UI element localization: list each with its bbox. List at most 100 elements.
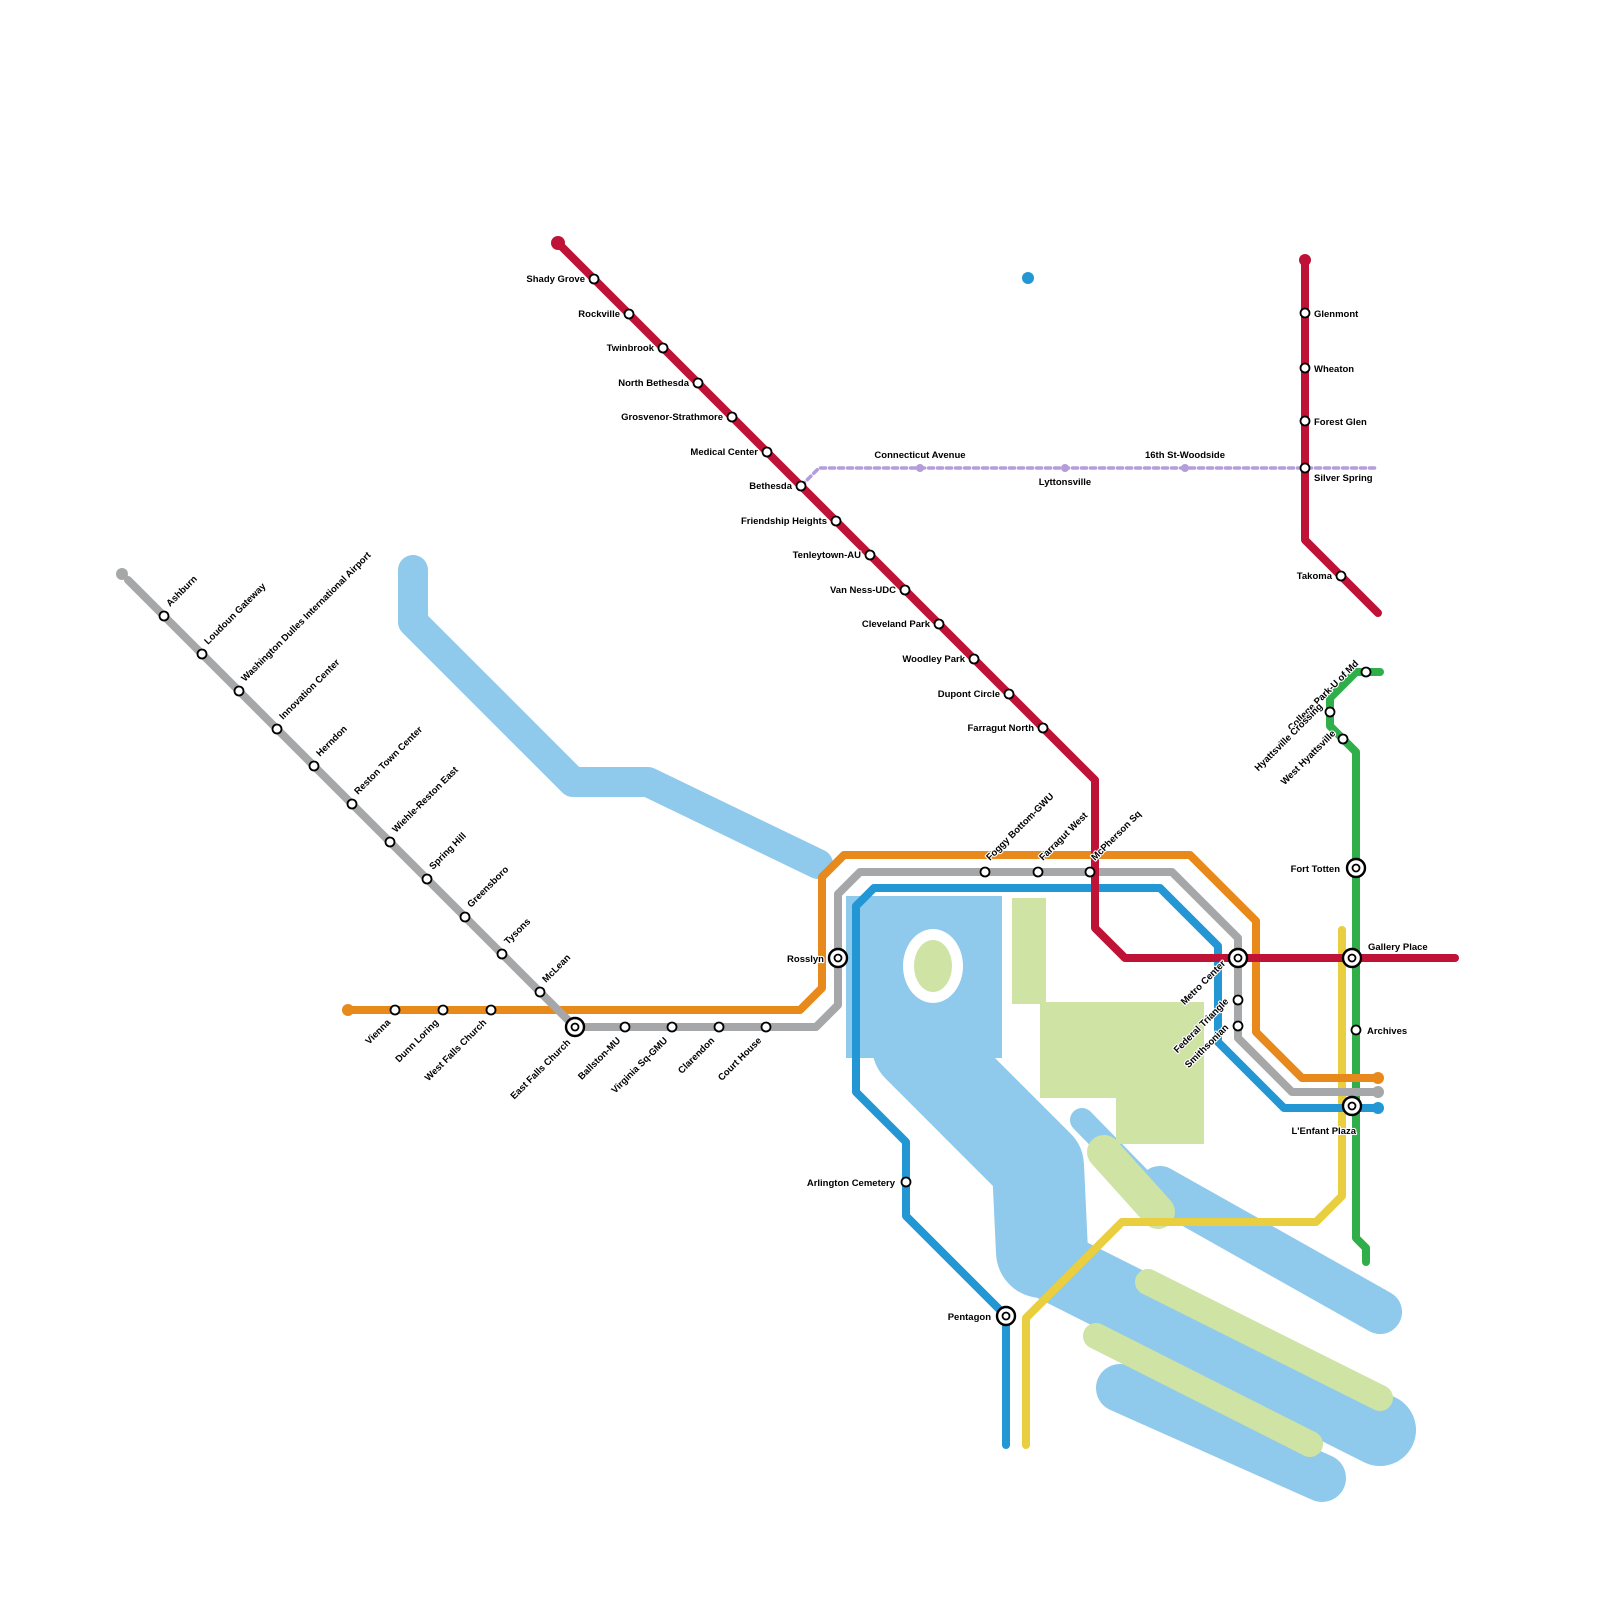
station-wheaton (1299, 362, 1311, 374)
station-marker (916, 464, 924, 472)
station-marker (864, 549, 876, 561)
station-marker (1360, 666, 1372, 678)
station-marker (308, 760, 320, 772)
station-innovation-center (271, 723, 283, 735)
station-marker (1003, 688, 1015, 700)
station-spring-hill (421, 873, 433, 885)
station-label: Arlington Cemetery (807, 1178, 896, 1189)
station-twinbrook (657, 342, 669, 354)
station-medical-center (761, 446, 773, 458)
station-herndon (308, 760, 320, 772)
station-label: Connecticut Avenue (874, 450, 965, 461)
station-van-ness-udc (899, 584, 911, 596)
silver-line (124, 576, 1382, 1096)
station-marker (233, 685, 245, 697)
station-l-enfant-plaza (1341, 1095, 1363, 1117)
station-silver-spring (1299, 462, 1311, 474)
station-marker (900, 1176, 912, 1188)
station-marker (459, 911, 471, 923)
station-woodley-park (968, 653, 980, 665)
station-label: 16th St-Woodside (1145, 450, 1225, 461)
station-tysons (496, 948, 508, 960)
station-marker (1084, 866, 1096, 878)
interchange-marker-inner (1351, 863, 1361, 873)
station-label: Friendship Heights (741, 516, 827, 527)
station-federal-triangle (1232, 994, 1244, 1006)
roosevelt-island (914, 940, 952, 992)
station-marker (196, 648, 208, 660)
station-archives (1350, 1024, 1362, 1036)
silver-line-terminus-east (1372, 1086, 1384, 1098)
station-label: Court House (716, 1035, 764, 1083)
station-mclean (534, 986, 546, 998)
purple-line (799, 466, 1380, 488)
station-marker (692, 377, 704, 389)
station-label: L'Enfant Plaza (1291, 1126, 1356, 1137)
station-marker (968, 653, 980, 665)
station-connecticut-avenue (916, 464, 924, 472)
station-court-house (760, 1021, 772, 1033)
station-washington-dulles-international-airport (233, 685, 245, 697)
station-vienna (389, 1004, 401, 1016)
station-west-hyattsville (1337, 733, 1349, 745)
station-marker (726, 411, 738, 423)
interchange-marker-inner (833, 953, 843, 963)
station-east-falls-church (564, 1016, 586, 1038)
station-label: Rockville (578, 309, 620, 320)
station-ballston-mu (619, 1021, 631, 1033)
station-hyattsville-crossing (1324, 706, 1336, 718)
park-southeast-1 (1135, 1269, 1393, 1411)
station-mcpherson-sq (1084, 866, 1096, 878)
stray-blue-dot (1022, 272, 1034, 284)
river-potomac-upper (398, 555, 833, 879)
station-metro-center (1227, 947, 1249, 969)
station-label: Loudoun Gateway (202, 581, 269, 648)
station-marker (158, 610, 170, 622)
station-label: Dupont Circle (938, 689, 1000, 700)
station-label: Tysons (502, 916, 533, 947)
station-label: Hyattsville Crossing (1253, 701, 1326, 774)
station-label: Pentagon (948, 1312, 991, 1323)
red-line-terminus-northwest (551, 236, 565, 250)
station-virginia-sq-gmu (666, 1021, 678, 1033)
station-label: Dunn Loring (393, 1017, 441, 1065)
yellow-line (1022, 926, 1346, 1449)
station-marker (1032, 866, 1044, 878)
station-rockville (623, 308, 635, 320)
station-marker (271, 723, 283, 735)
red-line-west (554, 239, 1459, 962)
station-label: Shady Grove (526, 274, 585, 285)
station-label: Medical Center (690, 447, 758, 458)
station-marker (830, 515, 842, 527)
station-label: Bethesda (749, 481, 792, 492)
station-label: Farragut North (968, 723, 1035, 734)
station-label: Forest Glen (1314, 417, 1367, 428)
station-label: Van Ness-UDC (830, 585, 896, 596)
station-marker (713, 1021, 725, 1033)
station-marker (346, 798, 358, 810)
park-southeast-2 (1083, 1323, 1323, 1457)
station-label: Twinbrook (607, 343, 655, 354)
station-label: Woodley Park (902, 654, 965, 665)
layer-geo (398, 555, 1416, 1502)
station-marker (623, 308, 635, 320)
station-marker (619, 1021, 631, 1033)
park-east-potomac (1087, 1135, 1175, 1229)
station-label: Gallery Place (1368, 942, 1428, 953)
station-label: McLean (540, 952, 573, 985)
station-label: Silver Spring (1314, 473, 1373, 484)
blue-line-terminus-east (1372, 1102, 1384, 1114)
station-label: Herndon (314, 724, 350, 760)
station-label: Washington Dulles International Airport (239, 549, 374, 684)
station-label: Clarendon (676, 1035, 717, 1076)
station-marker (384, 836, 396, 848)
station-label: Spring Hill (427, 831, 468, 872)
station-label: North Bethesda (618, 378, 689, 389)
station-lyttonsville (1061, 464, 1069, 472)
station-gallery-place (1341, 947, 1363, 969)
station-label: East Falls Church (509, 1037, 574, 1102)
orange-line (344, 851, 1382, 1082)
station-label: Archives (1367, 1026, 1407, 1037)
station-reston-town-center (346, 798, 358, 810)
